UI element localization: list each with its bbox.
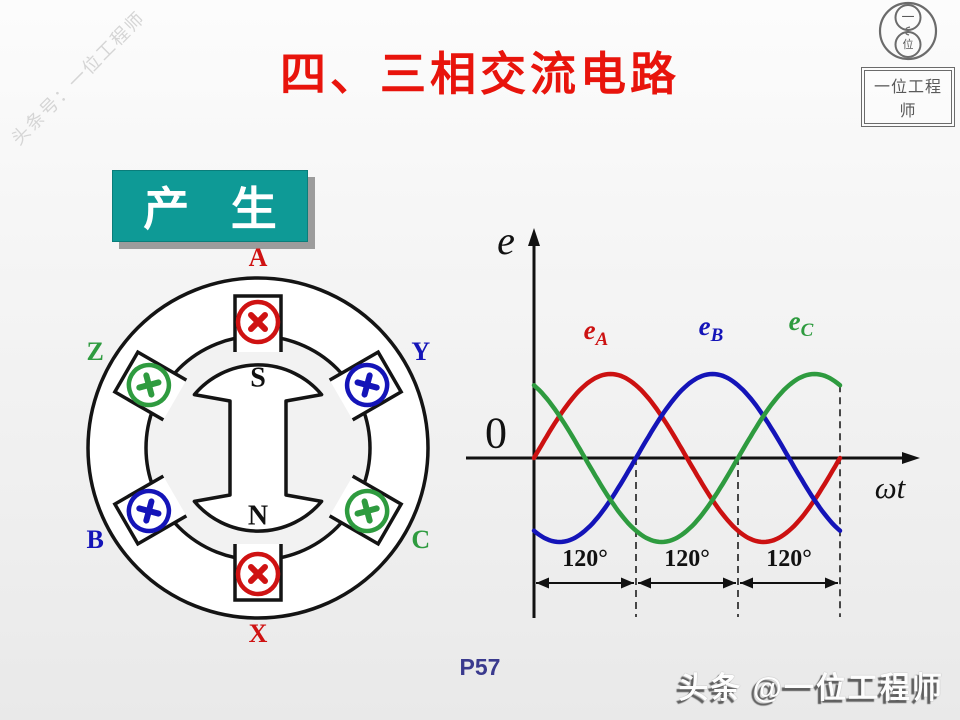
- wave-eA: [531, 371, 843, 545]
- curve-label-eA: eA: [584, 315, 609, 350]
- generator-stator-diagram: S N A Y Z B X C: [86, 246, 430, 648]
- brand-logo-icon: 一 位: [878, 1, 938, 61]
- page-number: P57: [459, 654, 501, 680]
- interval-label-0: 120°: [562, 546, 608, 572]
- pole-label-A: A: [249, 246, 268, 272]
- origin-label: 0: [485, 409, 507, 458]
- stator-slot-A: [233, 294, 283, 352]
- curve-label-eC: eC: [789, 306, 814, 341]
- pole-label-Y: Y: [411, 337, 430, 366]
- x-axis-label: ωt: [875, 470, 907, 505]
- stator-slot-Y: [328, 349, 404, 422]
- stator-slot-X: [233, 544, 283, 602]
- pole-label-X: X: [249, 619, 268, 648]
- pole-label-B: B: [87, 525, 104, 554]
- rotor-magnet: [192, 363, 324, 533]
- interval-label-2: 120°: [766, 546, 812, 572]
- stator-slot-C: [328, 474, 404, 547]
- stator-slot-B: [112, 474, 188, 547]
- section-box: 产 生: [112, 170, 308, 242]
- wave-eC: [531, 371, 843, 545]
- three-phase-emf-waveform-chart: eA eB eC 120° 120° 120° e 0 ωt: [466, 218, 920, 618]
- dimension-arrow-icon: [740, 577, 753, 589]
- slide-title: 四、三相交流电路: [280, 48, 680, 100]
- logo-bottom-char: 位: [903, 37, 914, 51]
- section-box-label: 产 生: [143, 184, 277, 235]
- winding-cross-icon: [143, 372, 155, 398]
- winding-cross-icon: [136, 505, 162, 517]
- winding-cross-icon: [248, 312, 268, 332]
- dimension-arrow-icon: [723, 577, 736, 589]
- curve-label-eB: eB: [699, 311, 724, 346]
- y-axis-arrow-icon: [528, 228, 540, 246]
- x-axis-arrow-icon: [902, 452, 920, 464]
- pole-label-Z: Z: [87, 337, 104, 366]
- logo-squiggle: [905, 26, 911, 36]
- magnet-pole-N: N: [248, 500, 268, 531]
- dimension-arrow-icon: [825, 577, 838, 589]
- logo-top-char: 一: [901, 9, 914, 24]
- dimension-arrow-icon: [621, 577, 634, 589]
- dimension-arrow-icon: [638, 577, 651, 589]
- bottom-watermark: 头条 @一位工程师: [678, 672, 944, 705]
- y-axis-label: e: [497, 218, 515, 263]
- magnet-pole-S: S: [250, 362, 266, 393]
- winding-cross-icon: [354, 379, 380, 391]
- winding-cross-icon: [361, 498, 373, 524]
- brand-logo: 一 位 一位工程师: [858, 0, 958, 127]
- wave-eB: [531, 371, 843, 545]
- winding-cross-icon: [248, 564, 268, 584]
- logo-label: 一位工程师: [861, 67, 955, 127]
- stator-slot-Z: [112, 349, 188, 422]
- interval-label-1: 120°: [664, 546, 710, 572]
- dimension-arrow-icon: [536, 577, 549, 589]
- pole-label-C: C: [411, 525, 430, 554]
